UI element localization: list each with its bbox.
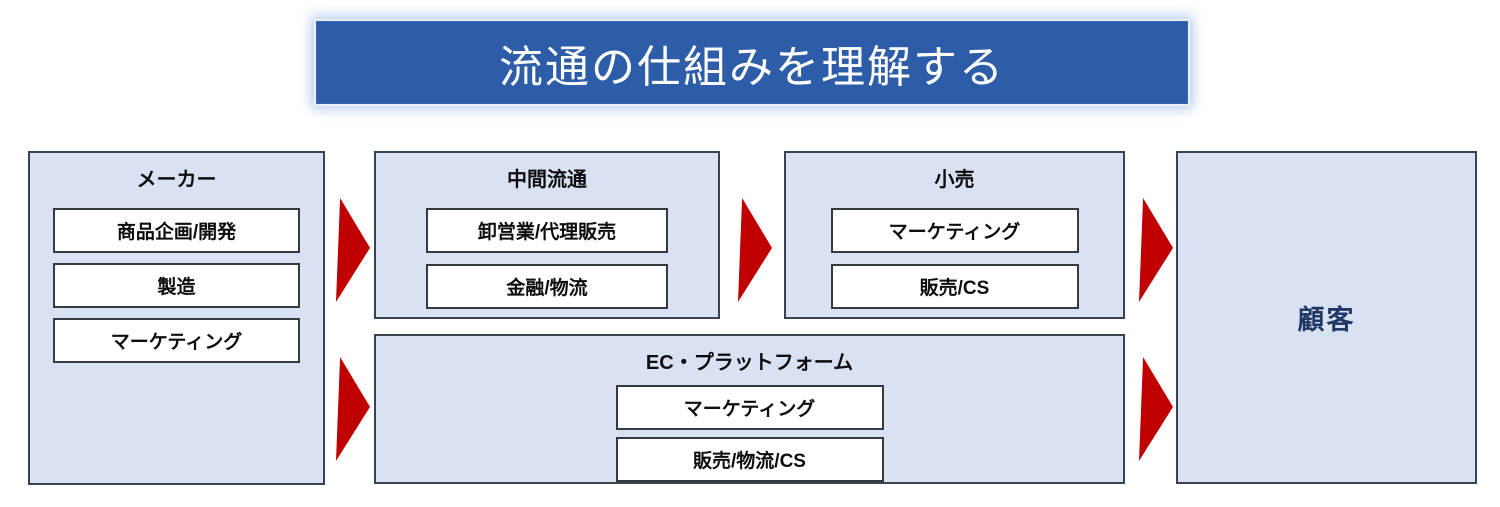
intermediate-function-finance-logistics: 金融/物流 — [426, 264, 668, 309]
arrow-right-icon-maker-to-intermediate — [336, 198, 370, 302]
node-customer: 顧客 — [1176, 151, 1477, 484]
node-retail: 小売 マーケティング 販売/CS — [784, 151, 1125, 319]
maker-function-marketing: マーケティング — [53, 318, 300, 363]
intermediate-function-wholesale: 卸営業/代理販売 — [426, 208, 668, 253]
node-retail-title: 小売 — [934, 169, 975, 191]
node-maker-title: メーカー — [136, 169, 217, 191]
arrow-right-icon-ec-to-customer — [1139, 357, 1173, 461]
node-maker: メーカー 商品企画/開発 製造 マーケティング — [28, 151, 325, 485]
retail-function-sales-cs: 販売/CS — [830, 264, 1079, 309]
maker-function-manufacturing: 製造 — [53, 263, 300, 308]
retail-function-marketing: マーケティング — [830, 208, 1079, 253]
node-ec-title: EC・プラットフォーム — [645, 352, 854, 374]
ec-function-marketing: マーケティング — [615, 385, 884, 430]
node-intermediate-distribution: 中間流通 卸営業/代理販売 金融/物流 — [374, 151, 720, 319]
ec-function-sales-logistics-cs: 販売/物流/CS — [615, 437, 884, 482]
arrow-right-icon-maker-to-ec — [336, 357, 370, 461]
node-ec-platform: EC・プラットフォーム マーケティング 販売/物流/CS — [374, 334, 1125, 484]
maker-function-planning: 商品企画/開発 — [53, 208, 300, 253]
node-intermediate-title: 中間流通 — [507, 169, 587, 191]
arrow-right-icon-retail-to-customer — [1139, 198, 1173, 302]
title-banner: 流通の仕組みを理解する — [316, 21, 1188, 104]
page-title: 流通の仕組みを理解する — [499, 42, 1005, 92]
arrow-right-icon-intermediate-to-retail — [738, 198, 772, 302]
node-customer-title: 顧客 — [1297, 305, 1356, 335]
